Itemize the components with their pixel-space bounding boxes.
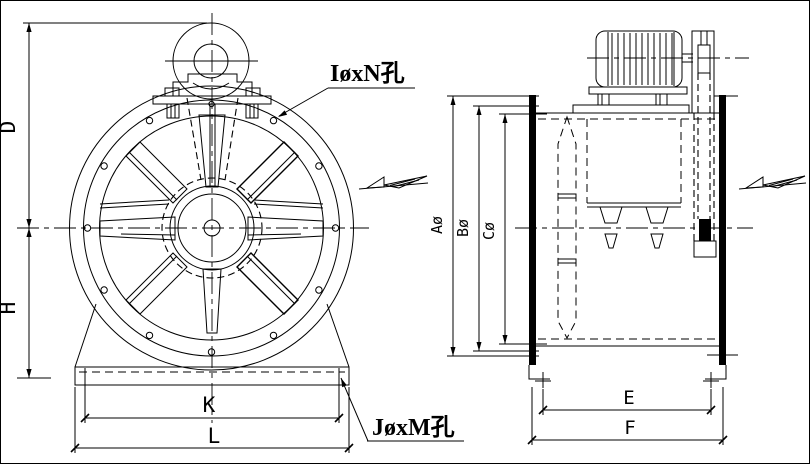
motor-front xyxy=(165,22,258,100)
impeller-blades xyxy=(99,104,324,334)
dim-label-h: H xyxy=(1,302,20,315)
dim-label-k: K xyxy=(203,393,216,417)
impeller-hidden-side xyxy=(557,115,682,340)
dimension-a-b-c: Aø Bø Cø xyxy=(428,95,738,357)
dimension-l: L xyxy=(70,387,354,453)
motor-side xyxy=(572,30,749,114)
dimension-f: F xyxy=(527,387,728,445)
base-hole-count-label: JøxM孔 xyxy=(372,414,455,441)
fan-base xyxy=(74,303,350,393)
dim-label-e: E xyxy=(623,387,634,409)
flange-hole-count-label: IøxN孔 xyxy=(330,60,405,87)
airflow-direction-icon xyxy=(358,175,429,190)
housing-side xyxy=(515,95,753,388)
motor-cooling-fins xyxy=(611,33,673,85)
side-view: Aø Bø Cø E F xyxy=(428,30,807,445)
dimension-d-h: D H xyxy=(1,22,207,379)
flange-hole-callout: IøxN孔 xyxy=(278,60,415,117)
airflow-direction-icon xyxy=(738,175,807,190)
dim-label-b: Bø xyxy=(454,219,472,237)
dim-label-l: L xyxy=(208,424,221,448)
dimension-k: K xyxy=(80,393,344,423)
dim-label-d: D xyxy=(1,121,20,134)
front-view: D H K L IøxN孔 xyxy=(1,13,464,453)
impeller-hub xyxy=(169,185,255,271)
base-hole-callout: JøxM孔 xyxy=(340,377,464,442)
dim-label-c: Cø xyxy=(480,222,498,240)
dimension-e: E xyxy=(538,387,716,415)
belt-hidden-lines xyxy=(161,97,263,279)
motor-mount-front xyxy=(152,73,272,119)
dim-label-f: F xyxy=(624,417,635,439)
belt-drive-side xyxy=(691,30,717,258)
dim-label-a: Aø xyxy=(428,216,446,234)
